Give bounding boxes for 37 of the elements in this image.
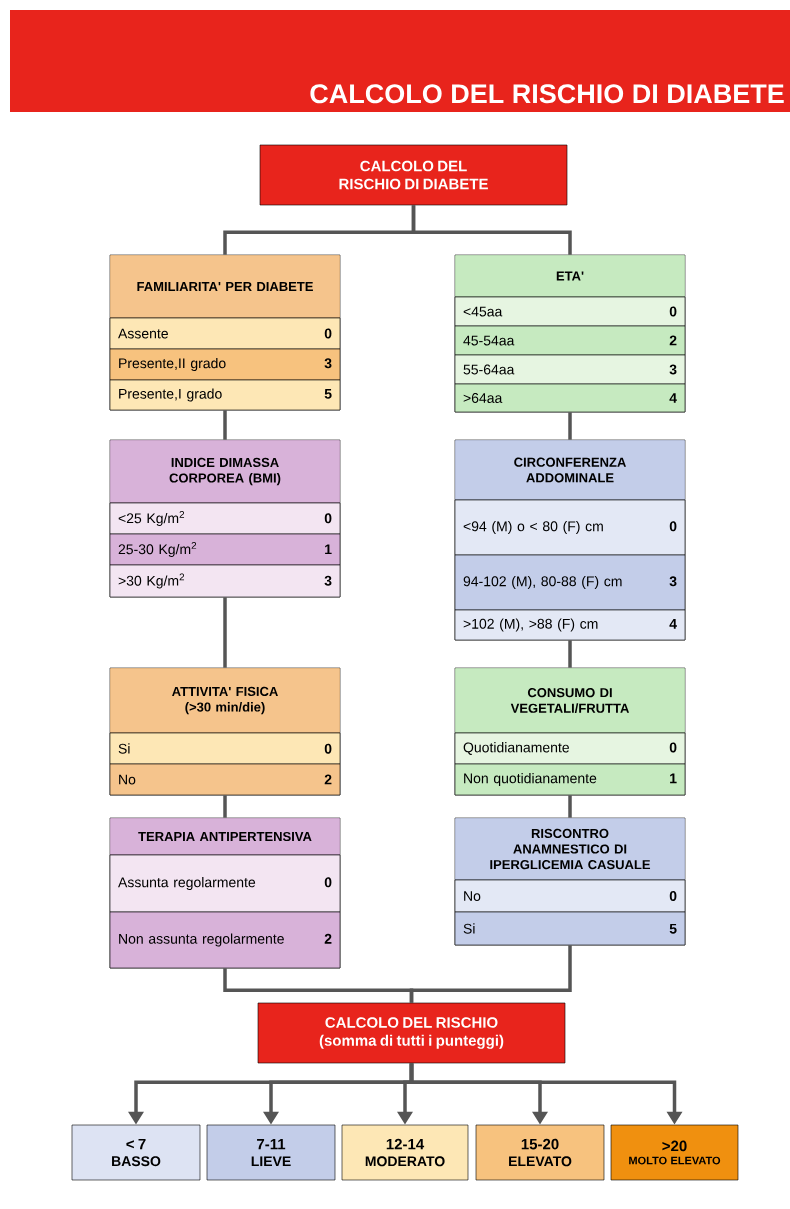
score-row: >30 Kg/m$^{2}$ 3 <box>109 564 341 598</box>
score-row: <45aa 0 <box>454 296 686 327</box>
score-row: Quotidianamente 0 <box>454 732 686 765</box>
result-box: 7-11 LIEVE <box>206 1124 336 1181</box>
score-row: 55-64aa 3 <box>454 354 686 385</box>
score-row: 94-102 (M), 80-88 (F) cm 3 <box>454 554 686 611</box>
score-row: Si 5 <box>454 911 686 946</box>
score-row: Non quotidianamente 1 <box>454 763 686 796</box>
score-row: <94 (M) o < 80 (F) cm 0 <box>454 499 686 556</box>
result-box: >20 MOLTO ELEVATO <box>610 1124 739 1181</box>
score-row: Presente,I grado 5 <box>109 379 341 411</box>
process-box: CALCOLO DEL RISCHIO DI DIABETE <box>259 144 568 206</box>
score-row: Assunta regolarmente 0 <box>109 854 341 913</box>
connector-line <box>568 412 572 440</box>
result-box: < 7 BASSO <box>71 1124 201 1181</box>
score-row: Non assunta regolarmente 2 <box>109 911 341 969</box>
result-box: 15-20 ELEVATO <box>475 1124 605 1181</box>
score-row: >64aa 4 <box>454 383 686 413</box>
connector-line <box>223 597 227 668</box>
score-row: No 2 <box>109 763 341 796</box>
connector-line <box>411 205 572 255</box>
connector-line <box>223 410 227 440</box>
connector-line <box>568 795 572 818</box>
title: CALCOLO DEL RISCHIO DI DIABETE <box>310 84 784 104</box>
score-row: 25-30 Kg/m$^{2}$ 1 <box>109 533 341 566</box>
score-row: >102 (M), >88 (F) cm 4 <box>454 609 686 641</box>
connector-line <box>409 945 572 1003</box>
connector-line <box>568 640 572 668</box>
score-row: <25 Kg/m$^{2}$ 0 <box>109 502 341 535</box>
score-row: No 0 <box>454 879 686 913</box>
score-row: 45-54aa 2 <box>454 325 686 356</box>
score-row: Assente 0 <box>109 317 341 350</box>
score-row: Si 0 <box>109 732 341 765</box>
result-box: 12-14 MODERATO <box>341 1124 469 1181</box>
connector-line <box>223 795 227 818</box>
score-row: Presente,II grado 3 <box>109 348 341 381</box>
process-box: CALCOLO DEL RISCHIO (somma di tutti i punteggi) <box>257 1002 566 1064</box>
